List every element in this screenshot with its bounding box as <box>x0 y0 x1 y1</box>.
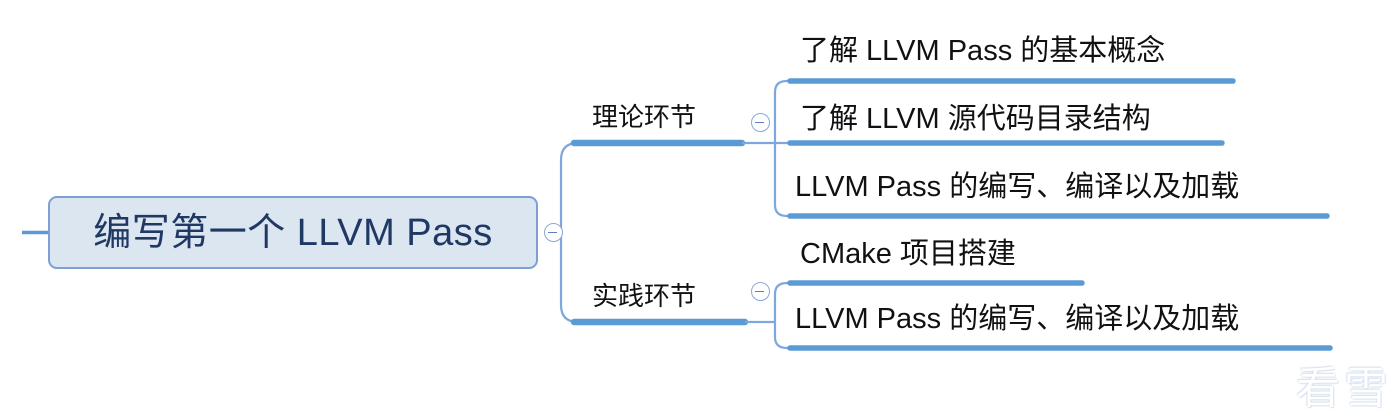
collapse-minus-icon-root[interactable] <box>544 223 563 242</box>
root-node-label: 编写第一个 LLVM Pass <box>93 211 493 254</box>
collapse-minus-icon-practice[interactable] <box>751 282 770 301</box>
branch-label-practice[interactable]: 实践环节 <box>592 281 697 311</box>
collapse-minus-icon-theory[interactable] <box>751 113 770 132</box>
leaf-label-theory-2[interactable]: LLVM Pass 的编写、编译以及加载 <box>795 171 1240 203</box>
mindmap-root-node[interactable]: 编写第一个 LLVM Pass <box>48 196 538 269</box>
branch-label-theory[interactable]: 理论环节 <box>592 102 697 132</box>
leaf-label-practice-0[interactable]: CMake 项目搭建 <box>800 238 1016 270</box>
leaf-label-practice-1[interactable]: LLVM Pass 的编写、编译以及加载 <box>795 303 1240 335</box>
leaf-label-theory-0[interactable]: 了解 LLVM Pass 的基本概念 <box>800 35 1166 67</box>
watermark: 看雪 <box>1238 363 1392 415</box>
leaf-label-theory-1[interactable]: 了解 LLVM 源代码目录结构 <box>800 103 1151 135</box>
watermark-text: 看雪 <box>1296 364 1392 413</box>
edge-practice-to-leaves <box>745 281 793 350</box>
snowflake-icon <box>1242 367 1286 411</box>
edge-theory-to-leaves <box>742 79 793 218</box>
